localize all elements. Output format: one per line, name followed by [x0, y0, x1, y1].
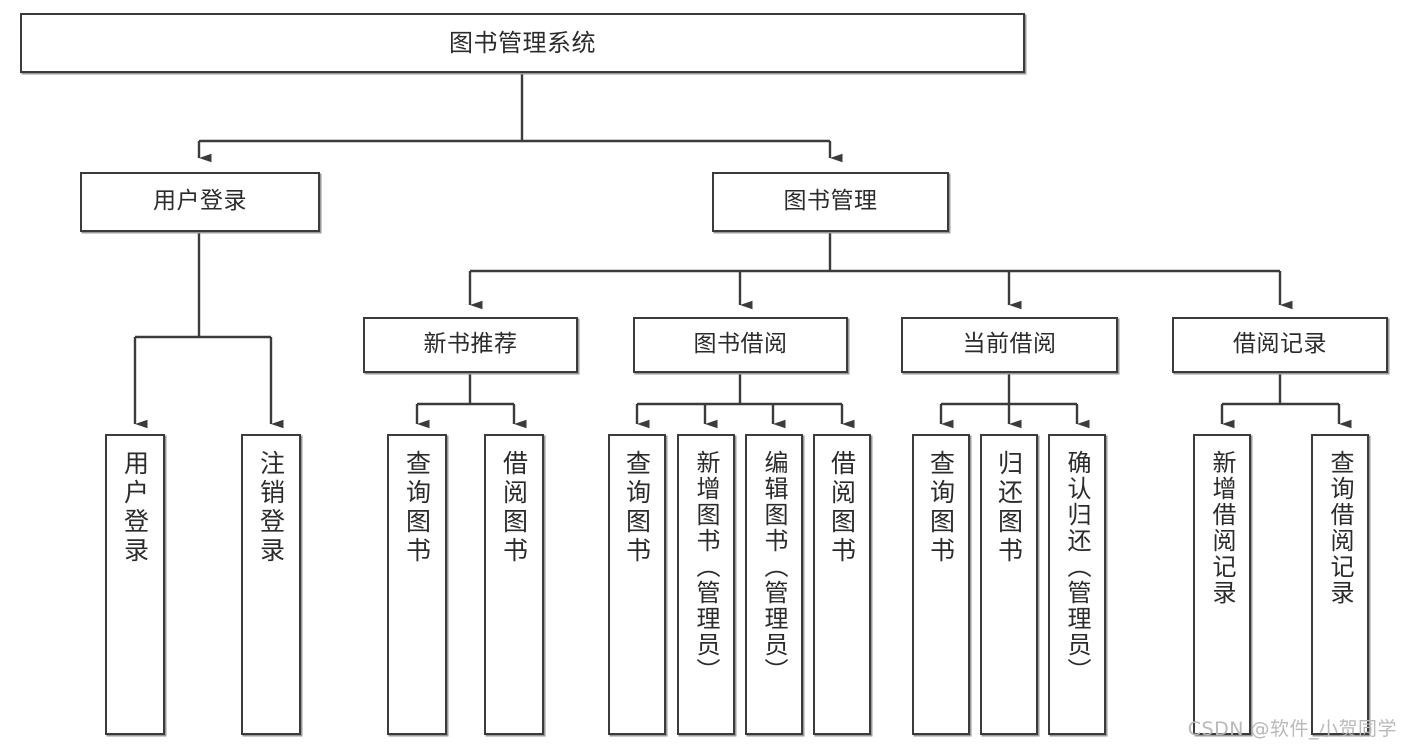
node-label: 图书管理: [783, 188, 878, 215]
watermark-text: CSDN @软件_小贺同学: [1187, 718, 1397, 740]
node-leaf-return-book[interactable]: 归还图书: [980, 434, 1038, 735]
node-label: 借阅图书: [499, 450, 529, 566]
node-root-library-system[interactable]: 图书管理系统: [20, 13, 1025, 73]
node-leaf-borrow-book-recommend[interactable]: 借阅图书: [484, 434, 544, 735]
node-leaf-edit-book-admin[interactable]: 编辑图书（管理员）: [745, 434, 803, 735]
node-leaf-query-book-recommend[interactable]: 查询图书: [387, 434, 447, 735]
node-label: 借阅图书: [827, 450, 857, 566]
node-leaf-add-book-admin[interactable]: 新增图书（管理员）: [677, 434, 735, 735]
node-book-management[interactable]: 图书管理: [712, 172, 949, 232]
node-label: 用户登录: [120, 450, 150, 566]
node-book-borrow[interactable]: 图书借阅: [633, 317, 848, 373]
node-leaf-logout[interactable]: 注销登录: [241, 434, 301, 735]
node-current-borrow[interactable]: 当前借阅: [901, 317, 1118, 373]
node-label: 新增图书（管理员）: [692, 450, 720, 684]
node-label: 当前借阅: [962, 331, 1057, 358]
node-label: 图书借阅: [693, 331, 788, 358]
node-leaf-query-book-borrow[interactable]: 查询图书: [608, 434, 666, 735]
node-leaf-query-book-current[interactable]: 查询图书: [912, 434, 970, 735]
node-label: 查询图书: [402, 450, 432, 566]
node-label: 图书管理系统: [449, 28, 596, 57]
node-label: 查询图书: [622, 450, 652, 566]
node-label: 确认归还（管理员）: [1063, 450, 1091, 684]
node-leaf-user-login[interactable]: 用户登录: [105, 434, 165, 735]
node-label: 查询借阅记录: [1326, 450, 1354, 606]
node-label: 新增借阅记录: [1208, 450, 1236, 606]
node-new-book-recommend[interactable]: 新书推荐: [363, 317, 578, 373]
node-leaf-query-borrow-record[interactable]: 查询借阅记录: [1311, 434, 1369, 735]
node-label: 借阅记录: [1233, 331, 1327, 358]
node-leaf-confirm-return-admin[interactable]: 确认归还（管理员）: [1048, 434, 1106, 735]
node-leaf-borrow-book[interactable]: 借阅图书: [813, 434, 871, 735]
node-label: 用户登录: [153, 188, 247, 215]
node-label: 注销登录: [256, 450, 286, 566]
node-label: 编辑图书（管理员）: [760, 450, 788, 684]
node-label: 归还图书: [994, 450, 1024, 566]
node-leaf-add-borrow-record[interactable]: 新增借阅记录: [1193, 434, 1251, 735]
node-borrow-record[interactable]: 借阅记录: [1172, 317, 1388, 373]
node-user-login[interactable]: 用户登录: [80, 172, 320, 232]
node-label: 新书推荐: [423, 331, 518, 358]
node-label: 查询图书: [926, 450, 956, 566]
